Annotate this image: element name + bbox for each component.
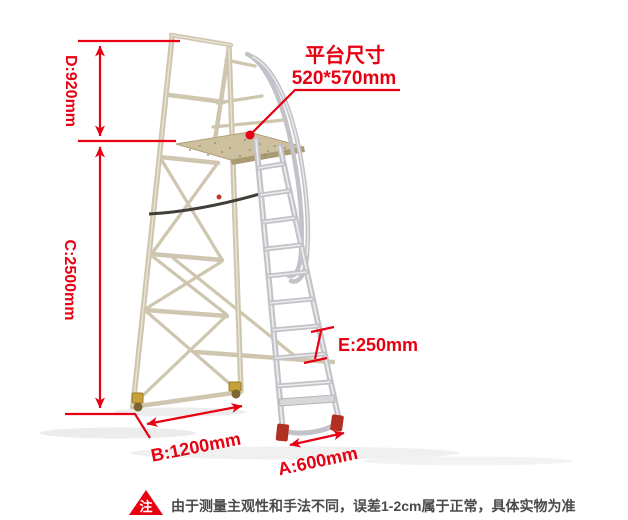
platform-size-callout: 平台尺寸 520*570mm [245, 43, 400, 140]
rear-casters [131, 381, 242, 412]
ladder-steps [256, 161, 336, 407]
front-foot-caps [275, 414, 344, 442]
dimension-e-cap-bottom [303, 356, 328, 365]
strap [148, 191, 264, 216]
dimension-d: D:920mm [62, 39, 180, 143]
dimension-e-cap-top [310, 325, 335, 334]
ladder-illustration [129, 32, 344, 442]
deck-speckles [189, 139, 286, 157]
dimension-a: A:600mm [276, 430, 359, 479]
dimension-c-label: C:2500mm [61, 240, 78, 321]
bottom-step [278, 394, 336, 407]
note-badge-label: 注 [139, 499, 152, 514]
dimension-a-arrow [289, 430, 345, 448]
dimension-e: E:250mm [303, 325, 418, 365]
rear-frame [129, 32, 336, 410]
note-text: 由于测量主观性和手法不同，误差1-2cm属于正常，具体实物为准 [171, 498, 575, 514]
note-warning-triangle-icon [129, 490, 163, 515]
dimension-c-ext-bottom [65, 412, 151, 439]
measurement-note: 注 由于测量主观性和手法不同，误差1-2cm属于正常，具体实物为准 [129, 490, 575, 515]
dimension-c: C:2500mm [61, 146, 151, 439]
platform-leader-line [249, 88, 400, 136]
platform-size-value: 520*570mm [292, 68, 397, 89]
dimension-e-label: E:250mm [338, 335, 418, 355]
dimension-d-label: D:920mm [62, 55, 79, 127]
strap-clip [216, 194, 222, 200]
dimension-e-stem [313, 330, 323, 360]
platform-size-title: 平台尺寸 [305, 43, 385, 67]
platform-leader-dot [245, 130, 255, 140]
platform-deck [175, 131, 305, 165]
dimension-b-arrow [146, 403, 243, 427]
